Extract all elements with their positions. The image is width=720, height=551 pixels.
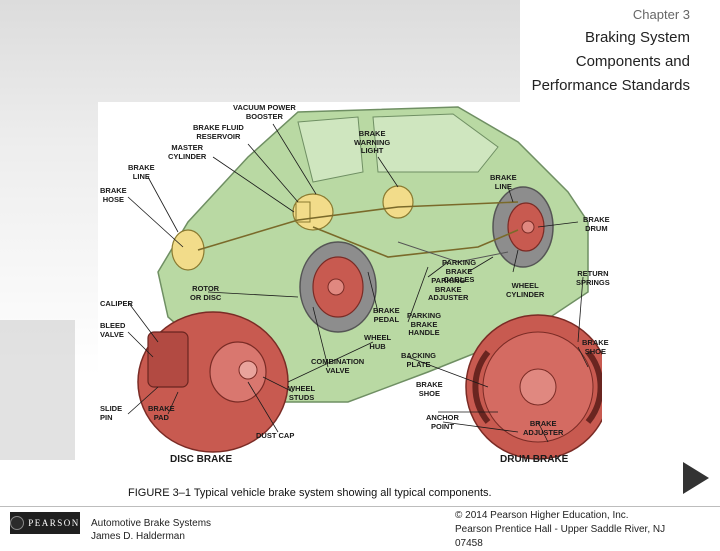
parking-cable — [397, 241, 509, 263]
footer-zip: 07458 — [455, 538, 483, 549]
background-car-photo-lower — [0, 320, 75, 460]
label-brake-warning-light: BRAKE WARNING LIGHT — [354, 129, 391, 155]
label-vacuum-power-booster: VACUUM POWER BOOSTER — [233, 103, 296, 121]
label-wheel-hub: WHEEL HUB — [364, 333, 392, 351]
label-bleed-valve: BLEED VALVE — [100, 321, 126, 339]
footer-book-title: Automotive Brake Systems — [91, 518, 212, 529]
leader-lines — [127, 123, 589, 443]
label-caliper: CALIPER — [100, 299, 133, 308]
disc-brake-dust-cap — [238, 360, 258, 380]
label-wheel-studs: WHEEL STUDS — [288, 384, 316, 402]
brake-system-illustration — [127, 106, 602, 460]
brake-line-front — [197, 201, 519, 251]
drum-brake-title: DRUM BRAKE — [500, 454, 569, 465]
footer-copyright-line: © 2014 Pearson Higher Education, Inc. — [455, 510, 629, 521]
label-dust-cap: DUST CAP — [256, 431, 295, 440]
pearson-logo-text: PEARSON — [28, 518, 80, 528]
slide-title-line-3: Performance Standards — [531, 77, 690, 94]
rear-hub — [521, 220, 535, 234]
label-brake-fluid-reservoir: BRAKE FLUID RESERVOIR — [193, 123, 244, 141]
master-cylinder — [295, 201, 311, 223]
brake-system-figure: VACUUM POWER BOOSTER BRAKE FLUID RESERVO… — [98, 102, 610, 468]
left-wheel-brake — [171, 229, 205, 271]
footer-publisher-line: Pearson Prentice Hall - Upper Saddle Riv… — [455, 524, 666, 535]
brake-line-rear — [312, 226, 519, 258]
disc-brake-title: DISC BRAKE — [170, 454, 233, 465]
slide-title-line-1: Braking System — [584, 29, 690, 46]
car-window-rear — [372, 113, 499, 173]
label-brake-pedal: BRAKE PEDAL — [373, 306, 400, 324]
label-return-springs: RETURN SPRINGS — [576, 269, 610, 287]
figure-caption: FIGURE 3–1 Typical vehicle brake system … — [128, 487, 492, 499]
label-brake-shoe-center: BRAKE SHOE — [416, 380, 443, 398]
disc-brake-caliper — [147, 331, 189, 388]
label-wheel-cylinder: WHEEL CYLINDER — [506, 281, 545, 299]
label-slide-pin: SLIDE PIN — [100, 404, 123, 422]
chapter-label: Chapter 3 — [632, 7, 690, 22]
label-parking-brake-cables: PARKING BRAKE CABLES — [442, 258, 477, 284]
drum-brake-shoe-left — [472, 350, 491, 424]
slide-title: Braking System Components and Performanc… — [430, 26, 690, 98]
label-brake-hose: BRAKE HOSE — [100, 186, 127, 204]
car-window — [297, 116, 364, 183]
drum-brake-hub — [519, 368, 557, 406]
label-parking-brake-handle: PARKING BRAKE HANDLE — [407, 311, 442, 337]
footer-bar — [0, 506, 720, 541]
label-brake-adjuster: BRAKE ADJUSTER — [523, 419, 564, 437]
rear-booster-part — [382, 185, 414, 219]
label-anchor-point: ANCHOR POINT — [426, 413, 459, 431]
next-slide-icon[interactable] — [683, 462, 709, 494]
disc-brake-hub — [209, 341, 267, 403]
label-brake-line-left: BRAKE LINE — [128, 163, 155, 181]
label-backing-plate: BACKING PLATE — [401, 351, 436, 369]
label-rotor-or-disc: ROTOR OR DISC — [190, 284, 222, 302]
footer-copyright: © 2014 Pearson Higher Education, Inc. Pe… — [455, 509, 665, 551]
drum-brake-shoe-right — [585, 350, 602, 424]
label-brake-shoe-right: BRAKE SHOE — [582, 338, 609, 356]
slide-title-line-2: Components and — [575, 53, 690, 70]
footer-author: James D. Halderman — [91, 531, 185, 542]
label-brake-line-right: BRAKE LINE — [490, 173, 517, 191]
label-brake-drum: BRAKE DRUM — [583, 215, 610, 233]
pearson-logo-icon — [10, 516, 25, 530]
label-combination-valve: COMBINATION VALVE — [311, 357, 365, 375]
pearson-logo: PEARSON — [10, 512, 80, 534]
front-hub — [327, 278, 345, 296]
label-brake-pad: BRAKE PAD — [148, 404, 175, 422]
label-parking-brake-adjuster: PARKING BRAKE ADJUSTER — [428, 276, 469, 302]
footer-book-info: Automotive Brake Systems James D. Halder… — [91, 517, 211, 543]
label-master-cylinder: MASTER CYLINDER — [168, 143, 207, 161]
